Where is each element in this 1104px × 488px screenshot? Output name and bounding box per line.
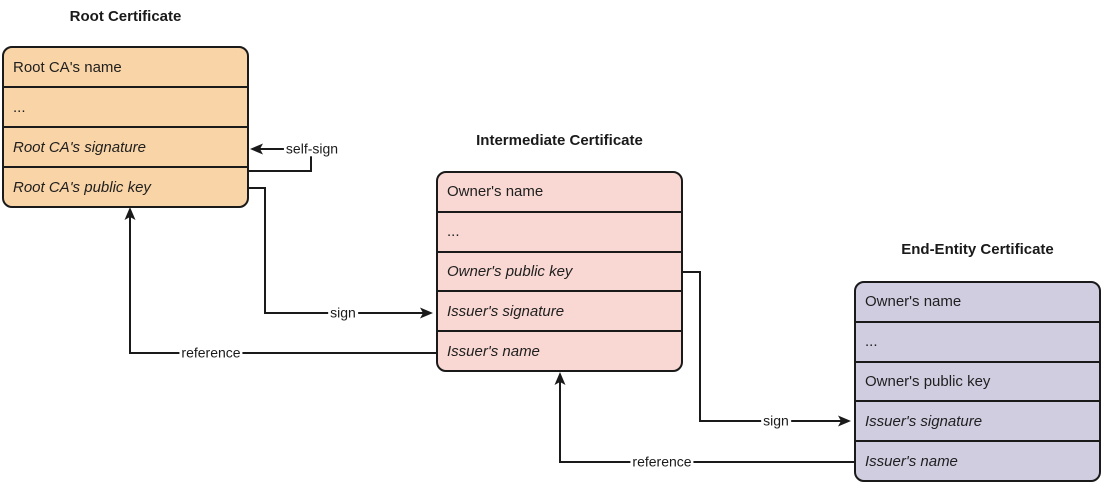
self-sign-arrowhead [250, 143, 263, 155]
root-signature-field: Root CA's signature [4, 128, 247, 168]
end-entity-owner-name-field: Owner's name [856, 283, 1099, 323]
root-certificate-title: Root Certificate [69, 8, 182, 25]
intermediate-ellipsis-field: ... [438, 213, 681, 253]
sign-arrow-intermediate-to-end-entity [683, 271, 851, 427]
reference-arrow-intermediate-to-root [124, 207, 436, 354]
root-name-field: Root CA's name [4, 48, 247, 88]
reference-label-end-entity: reference [630, 453, 694, 470]
root-public-key-field: Root CA's public key [13, 178, 151, 196]
intermediate-owner-name-field: Owner's name [438, 173, 681, 213]
sign-label-intermediate: sign [761, 412, 791, 429]
root-ellipsis-field: ... [4, 88, 247, 128]
sign-arrow-root-to-intermediate [249, 187, 433, 319]
end-entity-public-key-field: Owner's public key [856, 363, 1099, 403]
self-sign-label: self-sign [283, 140, 341, 157]
intermediate-certificate-box: Owner's name ... Owner's public key Issu… [436, 171, 683, 372]
end-entity-issuer-signature-field: Issuer's signature [856, 402, 1099, 443]
intermediate-issuer-signature-field: Issuer's signature [438, 292, 681, 333]
reference-arrow-end-entity-to-intermediate [554, 372, 854, 463]
end-entity-ellipsis-field: ... [856, 323, 1099, 363]
end-entity-certificate-title: End-Entity Certificate [901, 241, 1054, 258]
sign-arrowhead [838, 415, 851, 427]
root-certificate-box: Root CA's name ... Root CA's signature R… [2, 46, 249, 208]
intermediate-public-key-field: Owner's public key [438, 253, 681, 293]
end-entity-issuer-name-field: Issuer's name [865, 452, 958, 470]
reference-arrowhead [554, 372, 566, 385]
reference-arrowhead [124, 207, 136, 220]
end-entity-certificate-box: Owner's name ... Owner's public key Issu… [854, 281, 1101, 482]
intermediate-certificate-title: Intermediate Certificate [476, 132, 643, 149]
intermediate-issuer-name-field: Issuer's name [447, 342, 540, 360]
sign-arrowhead [420, 307, 433, 319]
reference-label-intermediate: reference [179, 344, 243, 361]
sign-label-root: sign [328, 304, 358, 321]
